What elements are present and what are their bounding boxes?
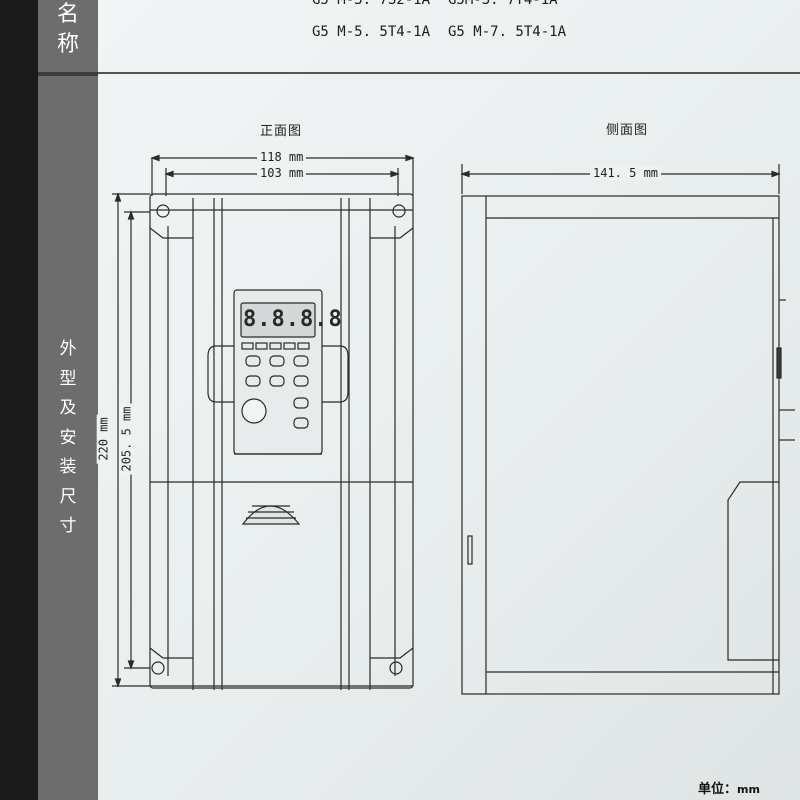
sidebar-char: 名 (56, 2, 79, 27)
model-name: G5M-3. 7T4-1A (448, 0, 558, 8)
front-width-inner-label: 103 mm (257, 166, 307, 180)
sidebar-char: 安 (59, 427, 77, 448)
side-view-title: 侧面图 (606, 123, 649, 138)
sidebar-top-label: 名 称 (38, 0, 98, 60)
section-rule (98, 72, 800, 74)
front-height-outer-label: 220 mm (96, 414, 111, 464)
front-width-outer-label: 118 mm (257, 150, 307, 164)
unit-label: 单位： (698, 782, 738, 797)
sidebar-char: 寸 (59, 516, 77, 536)
unit-value: mm (737, 783, 760, 796)
sidebar-char: 尺 (59, 486, 77, 507)
side-depth-label: 141. 5 mm (590, 166, 662, 180)
sidebar-char: 称 (56, 32, 79, 57)
keypad-display-readout: 8.8.8.8 (243, 307, 343, 332)
sidebar-category-label: 外 型 及 安 装 尺 寸 (38, 335, 98, 542)
sidebar-char: 装 (59, 457, 77, 477)
model-name: G5 M-3. 7S2-1A (312, 0, 431, 8)
unit-note: 单位：mm (698, 778, 760, 797)
sidebar-divider (38, 72, 98, 76)
front-height-inner-label: 205. 5 mm (119, 403, 134, 475)
model-name: G5 M-7. 5T4-1A (448, 24, 567, 40)
sidebar-char: 及 (59, 398, 77, 418)
sidebar-char: 外 (59, 339, 77, 359)
model-name: G5 M-5. 5T4-1A (312, 24, 431, 40)
page-edge-shadow (0, 0, 38, 800)
front-view-title: 正面图 (260, 124, 303, 139)
sidebar-char: 型 (59, 368, 77, 389)
sidebar: 名 称 外 型 及 安 装 尺 寸 (38, 0, 98, 800)
